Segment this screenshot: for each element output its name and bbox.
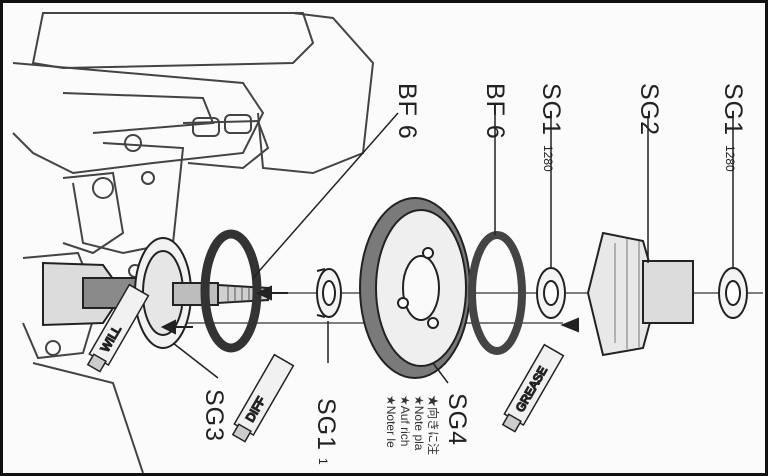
- grease-tube-right: GREASE: [501, 343, 565, 433]
- note-french: ★Noter le: [384, 395, 398, 448]
- label-sg4: SG4: [443, 393, 471, 446]
- sg1-bushing-center: [316, 268, 342, 318]
- leader-lines: [172, 112, 734, 384]
- label-sg1-a: SG1: [537, 83, 565, 136]
- label-sg3: SG3: [200, 389, 228, 442]
- bf6-ring-right: [468, 231, 526, 355]
- bf6-ring-left: [200, 229, 262, 353]
- label-sg1-b-number: 1280: [723, 145, 737, 172]
- note-english: ★Note pla: [412, 395, 426, 451]
- sg1-bushing-right: [536, 267, 566, 319]
- assembly-arrows: [160, 285, 579, 335]
- label-sg1-b: SG1: [719, 83, 747, 136]
- label-sg1-bottom: SG1: [312, 398, 340, 451]
- label-bf6-left: BF 6: [393, 83, 421, 140]
- bevel-gear: [586, 231, 694, 357]
- sg1-bushing-far: [718, 267, 748, 319]
- label-bf6-right: BF 6: [481, 83, 509, 140]
- grease-tube-center: DIFF: [231, 353, 295, 443]
- note-german: ★Auf rich: [398, 395, 412, 446]
- diff-hub: [42, 237, 269, 349]
- note-japanese: ★向きに注: [426, 395, 441, 455]
- spur-gear: [359, 197, 471, 379]
- label-sg2: SG2: [635, 83, 663, 136]
- label-sg1-a-number: 1280: [541, 145, 555, 172]
- label-sg1-bottom-number: 1: [316, 458, 330, 465]
- exploded-diagram: WILL DIFF GREASE BF 6 BF 6 SG1 1280 SG2 …: [12, 12, 763, 473]
